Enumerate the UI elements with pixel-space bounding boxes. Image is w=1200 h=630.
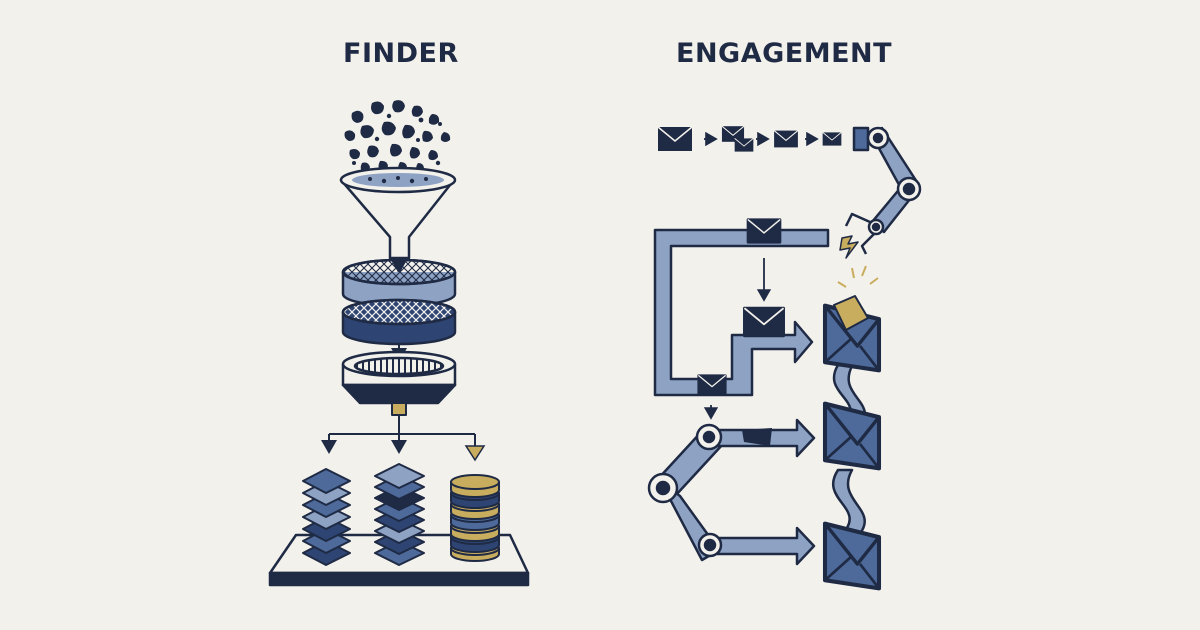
engagement-title: ENGAGEMENT: [676, 38, 893, 69]
robotic-arm-icon: [844, 126, 922, 255]
email-icon: [721, 125, 842, 153]
finder-title: FINDER: [343, 38, 459, 69]
mixed-tile-stack-icon: [374, 463, 425, 566]
gold-coin-stack-icon: [450, 474, 500, 562]
email-icon: [657, 126, 693, 152]
split-arrows-icon: [321, 415, 486, 462]
spark-icon: [837, 235, 879, 288]
raw-particles-icon: [344, 100, 451, 176]
blue-tile-stack-icon: [302, 468, 351, 566]
funnel-icon: [339, 166, 457, 274]
fine-sieve-icon: [341, 298, 457, 362]
pipe-conveyor-icon: [653, 218, 830, 420]
grate-filter-icon: [341, 350, 457, 416]
mesh-sieve-icon: [341, 258, 457, 308]
stacked-envelopes-icon: [825, 295, 879, 588]
chain-arm-icon: [647, 418, 816, 566]
